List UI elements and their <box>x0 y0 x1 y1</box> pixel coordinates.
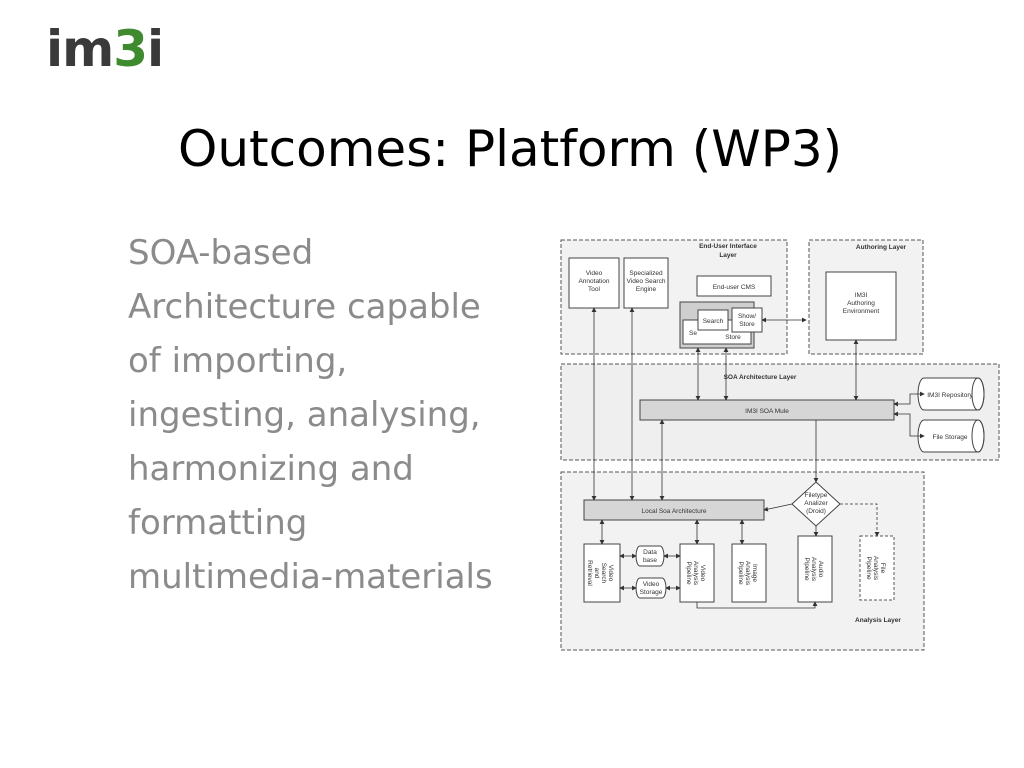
body-line: of importing, <box>128 341 348 381</box>
video-search-engine-label: Engine <box>636 286 657 293</box>
connector <box>763 503 793 512</box>
body-line: multimedia-materials <box>128 557 493 597</box>
slide-body-text: SOA-based Architecture capable of import… <box>128 226 538 604</box>
connector <box>893 391 925 407</box>
video-search-retrieval-label: Video <box>607 565 614 582</box>
body-line: ingesting, analysing, <box>128 395 481 435</box>
end-user-layer-label: Layer <box>719 252 737 259</box>
file-analysis-pipeline-label: Analysis <box>872 556 879 581</box>
show-store-front-label: Show/ <box>738 313 756 320</box>
authoring-environment-box <box>825 271 897 341</box>
body-line: Architecture capable <box>128 287 481 327</box>
image-analysis-pipeline-label: Image <box>751 564 758 582</box>
image-analysis-pipeline-box <box>731 543 767 603</box>
video-storage-label: Video <box>643 581 660 588</box>
database-label: base <box>643 557 657 564</box>
database-cylinder <box>635 545 665 567</box>
video-search-retrieval-label: Retrieval <box>586 560 593 586</box>
im3i-repository-label: IM3I Repository <box>927 392 973 399</box>
file-storage-cap <box>971 419 985 453</box>
end-user-layer-label: End-User Interface <box>699 243 757 250</box>
filetype-analizer-label: (Droid) <box>806 508 826 515</box>
end-user-cms-label: End-user CMS <box>713 284 756 291</box>
video-search-engine-box <box>623 257 669 309</box>
video-search-retrieval-label: Search <box>600 563 607 584</box>
video-search-engine-label: Specialized <box>629 270 663 277</box>
video-annotation-tool-label: Video <box>586 270 603 277</box>
show-store-front-box <box>731 307 763 333</box>
store-back-label: Store <box>725 334 741 341</box>
video-annotation-tool-label: Tool <box>588 286 600 293</box>
file-analysis-pipeline-label: Pipeline <box>865 556 872 580</box>
im3i-repository-cap <box>971 377 985 411</box>
connector <box>893 411 925 439</box>
file-analysis-pipeline-box <box>859 535 895 601</box>
filetype-analizer-label: Analizer <box>804 500 828 507</box>
connector <box>840 503 880 537</box>
local-soa-architecture-label: Local Soa Architecture <box>641 508 706 515</box>
im3i-logo: im3i <box>46 20 164 78</box>
connector <box>696 601 818 609</box>
soa-mule-label: IM3I SOA Mule <box>745 408 789 415</box>
body-line: SOA-based <box>128 233 314 273</box>
search-front-box <box>697 309 729 331</box>
video-search-engine-label: Video Search <box>627 278 666 285</box>
video-analysis-pipeline-label: Video <box>699 565 706 582</box>
body-line: formatting <box>128 503 308 543</box>
architecture-diagram: End-User Interface Layer Authoring Layer… <box>560 239 1000 651</box>
video-storage-cylinder <box>635 577 667 599</box>
authoring-environment-label: Environment <box>843 308 880 315</box>
authoring-environment-label: IM3I <box>855 292 868 299</box>
video-annotation-tool-box <box>568 257 620 309</box>
audio-analysis-pipeline-label: Pipeline <box>803 557 810 581</box>
analysis-layer-label: Analysis Layer <box>855 617 901 624</box>
audio-analysis-pipeline-label: Analysis <box>810 557 817 582</box>
end-user-cms-box <box>696 275 772 297</box>
database-label: Data <box>643 549 657 556</box>
show-store-front-label: Store <box>739 321 755 328</box>
video-search-retrieval-label: and <box>593 568 600 579</box>
video-analysis-pipeline-label: Analysis <box>692 561 699 586</box>
video-analysis-pipeline-label: Pipeline <box>685 561 692 585</box>
search-back-label: Se <box>689 330 697 337</box>
file-storage-label: File Storage <box>932 434 967 441</box>
video-annotation-tool-label: Annotation <box>578 278 609 285</box>
authoring-environment-label: Authoring <box>847 300 875 307</box>
search-front-label: Search <box>703 318 724 325</box>
soa-mule-bar <box>639 399 895 421</box>
file-analysis-pipeline-label: File <box>879 563 886 574</box>
filetype-analizer-label: Filetype <box>805 492 828 499</box>
body-line: harmonizing and <box>128 449 414 489</box>
slide-title: Outcomes: Platform (WP3) <box>178 120 843 178</box>
video-storage-label: Storage <box>640 589 663 596</box>
soa-layer-label: SOA Architecture Layer <box>724 374 797 381</box>
image-analysis-pipeline-label: Analysis <box>744 561 751 586</box>
authoring-layer-label: Authoring Layer <box>856 244 907 251</box>
audio-analysis-pipeline-label: Audio <box>817 561 824 578</box>
image-analysis-pipeline-label: Pipeline <box>737 561 744 585</box>
